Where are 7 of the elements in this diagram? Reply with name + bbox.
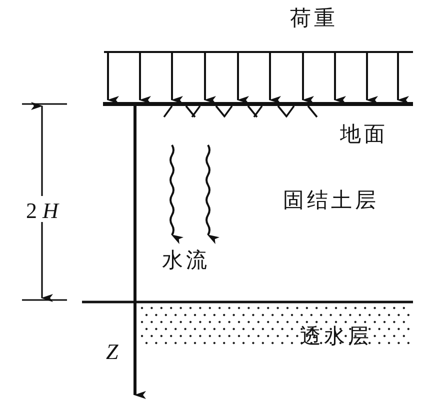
thickness-label: 2 H bbox=[26, 199, 58, 223]
ground-surface-label: 地面 bbox=[340, 122, 388, 146]
water-flow-label: 水流 bbox=[162, 248, 210, 272]
soil-layer-label: 固结土层 bbox=[283, 188, 379, 212]
axis-label: Z bbox=[106, 340, 118, 364]
load-label: 荷重 bbox=[290, 6, 338, 30]
permeable-layer-label: 透水层 bbox=[300, 324, 372, 348]
